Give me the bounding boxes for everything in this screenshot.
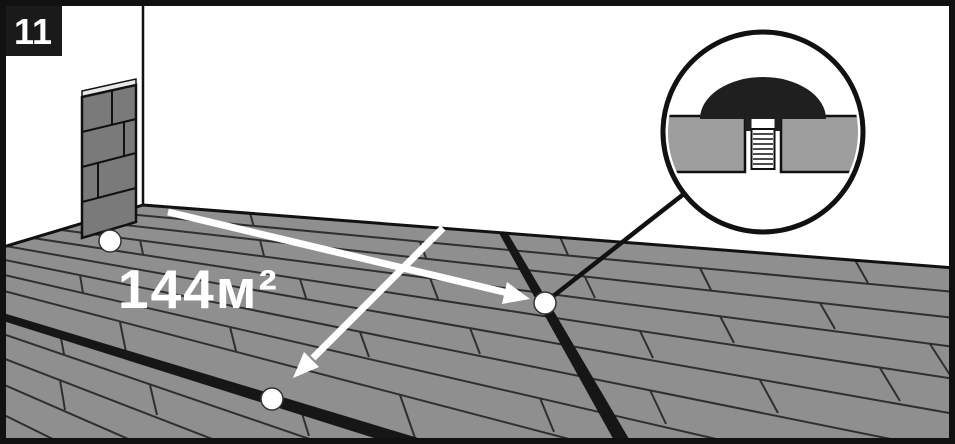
measure-arrow-right-head xyxy=(502,282,530,304)
screw-icon xyxy=(750,128,776,170)
marker-dot-bottom-gap xyxy=(260,387,284,411)
back-wall-floor-junction xyxy=(142,203,955,270)
marker-dots xyxy=(98,229,557,411)
expansion-gap-vertical xyxy=(494,225,632,444)
step-number: 11 xyxy=(14,11,52,52)
measure-arrow-down-head xyxy=(293,352,319,378)
marker-dot-corner xyxy=(98,229,122,253)
detail-callout xyxy=(660,29,866,235)
callout-plank-left xyxy=(668,114,747,174)
measure-arrow-down-shaft xyxy=(310,225,446,361)
callout-plank-right xyxy=(779,114,858,174)
gap-cover-cap xyxy=(700,77,826,131)
area-label: 144м² xyxy=(118,258,279,320)
measure-arrows xyxy=(167,208,530,378)
leaning-plank-face xyxy=(80,83,138,240)
screw-fastener-cross-section-icon xyxy=(668,77,858,174)
leaning-plank xyxy=(80,78,138,240)
measure-arrow-right-shaft xyxy=(167,208,509,297)
step-badge: 11 xyxy=(5,5,62,56)
step-badge-box xyxy=(5,5,62,56)
expansion-gap-horizontal xyxy=(0,312,438,444)
marker-dot-right-gap xyxy=(533,291,557,315)
leaning-plank-lines xyxy=(81,90,137,203)
